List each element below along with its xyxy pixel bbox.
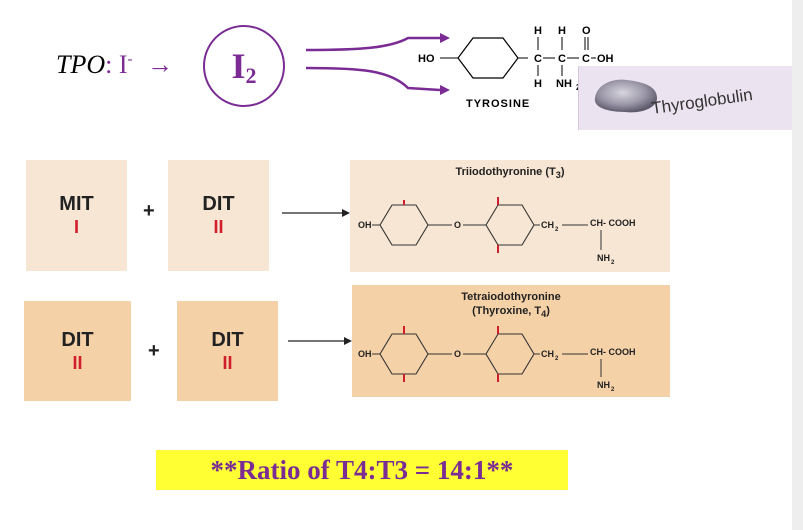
reaction2-arrow-icon — [288, 337, 352, 345]
tyrosine-c3: C — [582, 53, 590, 65]
reaction2-left-name: DIT — [61, 328, 94, 351]
reaction2-right-box: DIT II — [177, 301, 278, 401]
iodide-charge: - — [127, 51, 133, 68]
right-edge-panel — [792, 0, 803, 530]
tyrosine-structure: HO H H O C C C OH H NH 2 — [418, 25, 614, 92]
reaction1-plus: + — [143, 200, 155, 222]
tyrosine-o: O — [582, 25, 591, 37]
tpo-colon: : — [105, 50, 113, 79]
t3-title-text: Triiodothyronine (T — [455, 166, 556, 178]
reaction1-right-marks: II — [213, 217, 224, 237]
t3-o: O — [454, 220, 461, 230]
t4-title2-end: ) — [546, 305, 550, 317]
reaction1-arrow-icon — [282, 209, 350, 217]
t3-title: Triiodothyronine (T3) — [350, 166, 670, 180]
t4-nh2: NH — [597, 380, 610, 390]
t3-ch-cooh: CH- COOH — [590, 218, 636, 228]
tpo-equation: TPO: I- → — [56, 50, 173, 80]
t4-title: Tetraiodothyronine — [461, 291, 561, 303]
t3-title-end: ) — [560, 166, 565, 178]
t3-ch2-sub: 2 — [555, 227, 559, 233]
t4-title2-text: (Thyroxine, T — [472, 305, 542, 317]
tyrosine-label: TYROSINE — [466, 98, 531, 110]
t4-title2: (Thyroxine, T4) — [352, 305, 670, 319]
t4-o: O — [454, 349, 461, 359]
tyrosine-ho-label: HO — [418, 53, 435, 65]
t3-title-sub: 3 — [555, 170, 561, 181]
tyrosine-h2: H — [558, 25, 566, 37]
tpo-label: TPO — [56, 50, 106, 79]
tyrosine-c1: C — [534, 53, 542, 65]
t3-nh2-sub: 2 — [611, 260, 615, 266]
tyrosine-h1: H — [534, 25, 542, 37]
t4-nh2-sub: 2 — [611, 387, 615, 393]
t4-ch-cooh: CH- COOH — [590, 347, 636, 357]
tyrosine-oh: OH — [597, 53, 614, 65]
reaction1-left-box: MIT I — [26, 160, 127, 271]
reaction-arrow-icon: → — [147, 50, 174, 79]
t4-structure: OH O CH 2 CH- COOH NH 2 — [358, 326, 636, 393]
t4-oh: OH — [358, 349, 372, 359]
reaction2-plus: + — [148, 340, 160, 362]
reaction2-left-marks: II — [72, 352, 83, 373]
t3-structure: OH O CH 2 CH- COOH NH 2 — [358, 197, 636, 266]
t3-ch2: CH — [541, 220, 554, 230]
reaction1-left-marks: I — [73, 217, 79, 237]
tyrosine-nh2: NH — [556, 78, 572, 90]
iodide-symbol: I- — [119, 50, 133, 79]
t3-product-box: Triiodothyronine (T3) OH O CH 2 CH- COOH… — [350, 160, 670, 272]
reaction1-right-box: DIT II — [168, 160, 269, 271]
reaction2-right-marks: II — [222, 352, 233, 373]
reaction2-right-name: DIT — [211, 328, 244, 351]
iodination-arrows-icon — [305, 33, 450, 95]
thyroglobulin-blob-icon — [594, 79, 657, 113]
t4-ch2-sub: 2 — [555, 356, 559, 362]
reaction1-left-name: MIT — [59, 193, 94, 215]
t4-product-box: Tetraiodothyronine (Thyroxine, T4) OH O … — [352, 285, 670, 397]
t3-nh2: NH — [597, 253, 610, 263]
ratio-banner: **Ratio of T4:T3 = 14:1** — [156, 450, 568, 490]
reaction2-left-box: DIT II — [24, 301, 131, 401]
tyrosine-c2: C — [558, 53, 566, 65]
iodine-letter: I — [231, 46, 246, 86]
reaction1-right-name: DIT — [202, 193, 235, 215]
thyroglobulin-image: Thyroglobulin — [578, 66, 792, 130]
thyroglobulin-label: Thyroglobulin — [650, 84, 754, 119]
iodide-letter: I — [118, 50, 128, 79]
t4-title2-sub: 4 — [541, 309, 547, 320]
iodine-subscript: 2 — [245, 63, 257, 88]
t4-ch2: CH — [541, 349, 554, 359]
tyrosine-h3: H — [534, 78, 542, 90]
t3-oh: OH — [358, 220, 372, 230]
